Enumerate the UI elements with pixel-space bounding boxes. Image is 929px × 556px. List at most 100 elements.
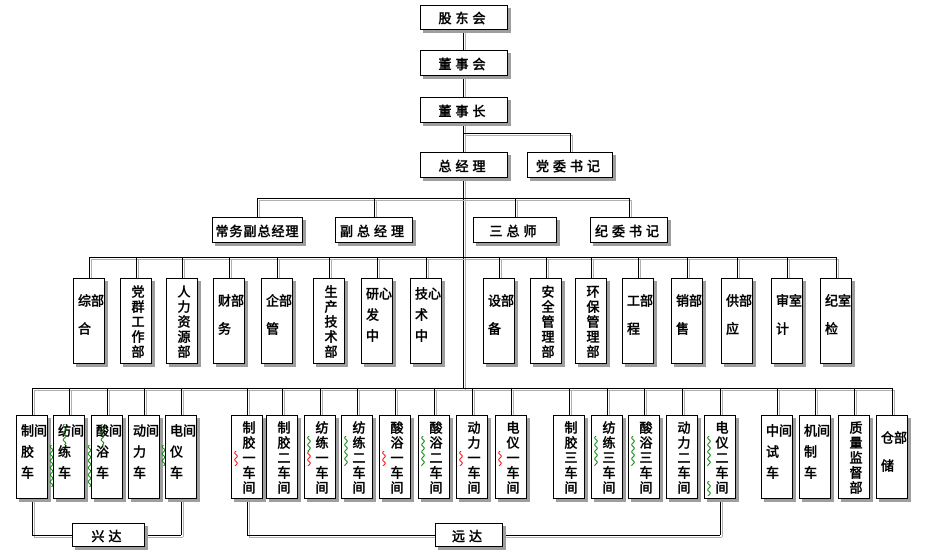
connector-line [720, 499, 721, 535]
node-label: 制胶车间 [18, 424, 46, 487]
node-pilot-test-workshop: 中试车间 [761, 415, 793, 499]
connector-line [629, 198, 630, 217]
node-glue-workshop-1: 制胶一车间 [231, 415, 263, 499]
node-enterprise-management-dept: 企管部 [261, 278, 293, 364]
node-discipline-inspection-office: 纪检室 [820, 278, 852, 364]
node-label: 总经理 [438, 159, 490, 175]
node-label: 纪委书记 [594, 224, 663, 240]
node-label: 人力资源部 [174, 284, 190, 360]
connector-line [136, 257, 137, 278]
connector-line [777, 388, 778, 415]
node-rnd-center: 研发中心 [361, 278, 393, 364]
connector-line [682, 388, 683, 415]
node-label: 财务部 [215, 294, 243, 350]
node-label: 党群工作部 [128, 284, 144, 360]
node-warehouse-dept: 仓储部 [876, 415, 908, 499]
connector-line [426, 257, 427, 278]
connector-line [463, 133, 570, 134]
node-label: 工程部 [624, 294, 652, 350]
node-machinery-workshop: 机制车间 [799, 415, 831, 499]
connector-line [569, 388, 570, 415]
node-chairman: 董事长 [420, 97, 508, 123]
connector-line [69, 388, 70, 415]
node-general-dept: 综合部 [73, 278, 105, 364]
node-engineering-dept: 工程部 [622, 278, 654, 364]
node-label: 动力车间 [130, 424, 158, 487]
node-label: 纺练一车间 [312, 420, 328, 496]
connector-line [463, 30, 464, 50]
connector-line [107, 388, 108, 415]
connector-line [32, 388, 33, 415]
node-label: 副总经理 [339, 224, 408, 240]
node-acid-bath-workshop-xingda: 酸浴车间 [91, 415, 123, 499]
connector-line [247, 535, 435, 536]
node-glue-workshop-2: 制胶二车间 [266, 415, 298, 499]
node-production-technology-dept: 生产技术部 [313, 278, 345, 364]
node-label: 电仪一车间 [503, 420, 519, 496]
node-label: 酸浴一车间 [387, 420, 403, 496]
node-label: 兴达 [91, 529, 126, 545]
connector-line [144, 388, 145, 415]
node-label: 常务副总经理 [215, 224, 300, 240]
node-label: 纺练三车间 [599, 420, 615, 496]
node-spinning-workshop-3: 纺练三车间 [591, 415, 623, 499]
connector-line [320, 388, 321, 415]
node-three-chief-engineers: 三总师 [473, 217, 557, 243]
node-human-resources-dept: 人力资源部 [166, 278, 198, 364]
node-spinning-workshop-1: 纺练一车间 [304, 415, 336, 499]
node-label: 制胶一车间 [239, 420, 255, 496]
node-equipment-dept: 设备部 [483, 278, 515, 364]
node-yuanda-group: 远达 [435, 523, 503, 547]
connector-line [787, 257, 788, 278]
node-power-workshop-1: 动力一车间 [456, 415, 488, 499]
node-label: 股东会 [438, 12, 490, 27]
node-label: 供应部 [723, 294, 751, 350]
connector-line [434, 388, 435, 415]
node-label: 酸浴车间 [93, 424, 121, 487]
node-party-secretary: 党委书记 [527, 152, 613, 178]
connector-line [546, 257, 547, 278]
connector-line [836, 257, 837, 278]
connector-line [503, 535, 720, 536]
node-supply-dept: 供应部 [721, 278, 753, 364]
connector-line [511, 388, 512, 415]
node-power-workshop-xingda: 动力车间 [128, 415, 160, 499]
connector-line [229, 257, 230, 278]
node-acid-bath-workshop-1: 酸浴一车间 [379, 415, 411, 499]
node-label: 酸浴二车间 [426, 420, 442, 496]
node-label: 制胶三车间 [561, 420, 577, 496]
connector-line [607, 388, 608, 415]
node-label: 企管部 [263, 294, 291, 350]
connector-line [247, 388, 248, 415]
connector-line [377, 257, 378, 278]
connector-line [89, 257, 90, 278]
connector-line [815, 388, 816, 415]
connector-line [181, 499, 182, 535]
connector-line [277, 257, 278, 278]
node-finance-dept: 财务部 [213, 278, 245, 364]
connector-line [329, 257, 330, 278]
node-label: 安全管理部 [538, 284, 554, 360]
connector-line [182, 257, 183, 278]
node-label: 综合部 [75, 294, 103, 350]
node-safety-management-dept: 安全管理部 [530, 278, 562, 364]
node-label: 纪检室 [822, 294, 850, 350]
node-spinning-workshop-xingda: 纺练车间 [53, 415, 85, 499]
node-acid-bath-workshop-3: 酸浴三车间 [628, 415, 660, 499]
connector-line [463, 178, 464, 388]
node-power-workshop-2: 动力二车间 [666, 415, 698, 499]
connector-line [720, 388, 721, 415]
node-label: 销售部 [673, 294, 701, 350]
node-general-manager: 总经理 [420, 152, 508, 178]
node-technology-center: 技术中心 [410, 278, 442, 364]
connector-line [515, 198, 516, 217]
connector-line [145, 535, 181, 536]
node-label: 生产技术部 [321, 284, 337, 360]
node-party-mass-work-dept: 党群工作部 [120, 278, 152, 364]
node-spinning-workshop-2: 纺练二车间 [341, 415, 373, 499]
node-label: 电仪二车间 [712, 420, 728, 496]
connector-line [32, 388, 893, 389]
connector-line [463, 76, 464, 97]
node-discipline-secretary: 纪委书记 [590, 217, 668, 243]
